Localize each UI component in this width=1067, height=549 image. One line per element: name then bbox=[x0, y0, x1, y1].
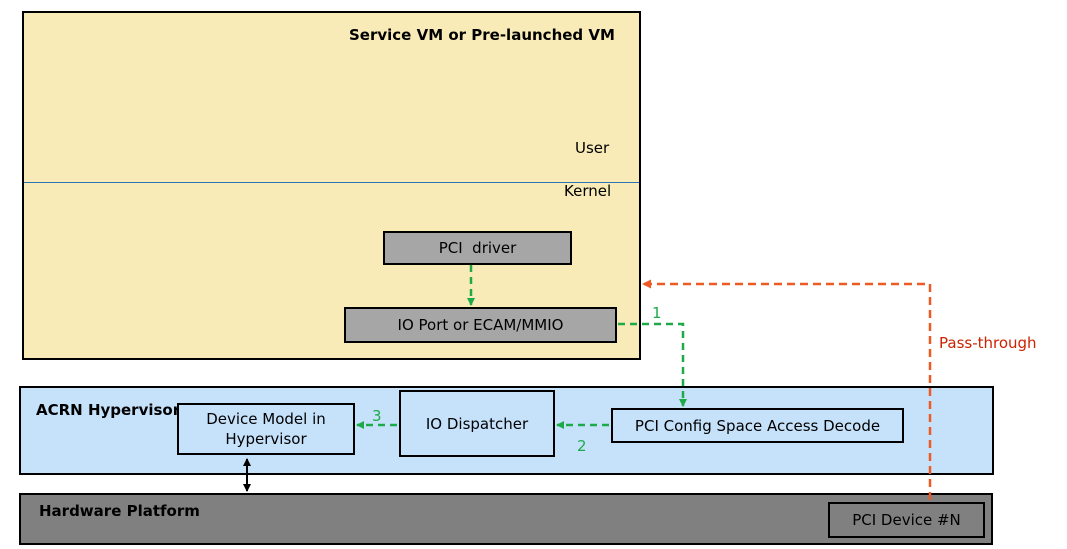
pci-device-box: PCI Device #N bbox=[828, 502, 985, 538]
hypervisor-title: ACRN Hypervisor bbox=[36, 401, 181, 419]
service-vm-region bbox=[22, 11, 641, 360]
step-3-label: 3 bbox=[372, 407, 382, 425]
service-vm-title: Service VM or Pre-launched VM bbox=[349, 26, 615, 44]
io-port-box: IO Port or ECAM/MMIO bbox=[344, 307, 617, 343]
arrow-step1 bbox=[618, 322, 687, 407]
user-kernel-divider bbox=[24, 182, 639, 183]
hardware-title: Hardware Platform bbox=[39, 502, 200, 520]
pci-decode-box: PCI Config Space Access Decode bbox=[611, 408, 904, 443]
step-2-label: 2 bbox=[577, 437, 587, 455]
pci-driver-box: PCI driver bbox=[383, 231, 572, 265]
kernel-space-label: Kernel bbox=[564, 182, 612, 200]
device-model-box: Device Model in Hypervisor bbox=[177, 403, 355, 455]
io-dispatcher-box: IO Dispatcher bbox=[399, 390, 555, 457]
step-1-label: 1 bbox=[652, 304, 662, 322]
user-space-label: User bbox=[575, 139, 610, 157]
arrow-passthrough bbox=[642, 279, 932, 500]
passthrough-label: Pass-through bbox=[939, 334, 1037, 352]
